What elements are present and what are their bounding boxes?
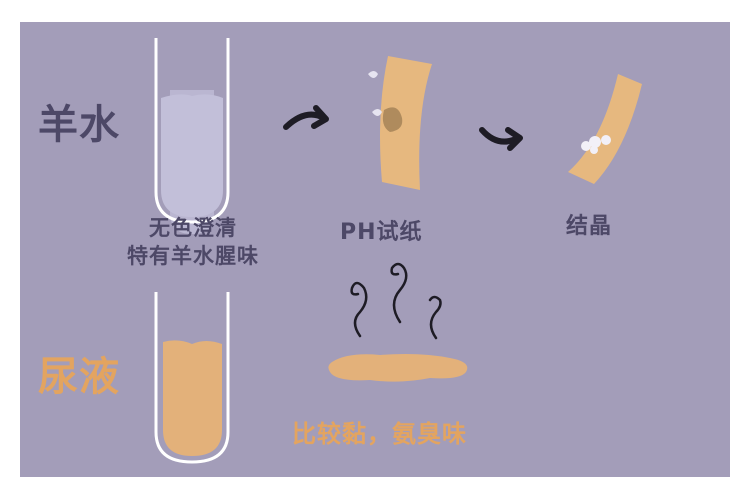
amniotic-description-line2: 特有羊水腥味 [127, 244, 259, 268]
diagram-card: 羊水 无色澄清 特有羊水腥味 PH试纸 结晶 尿液 比较黏，氨臭味 [20, 22, 730, 477]
crystal-strip-icon [568, 74, 642, 184]
amniotic-title: 羊水 [38, 102, 120, 148]
amniotic-description-line1: 无色澄清 [149, 216, 237, 240]
test-tube-urine-icon [154, 292, 230, 464]
ph-paper-label: PH试纸 [340, 220, 423, 245]
test-tube-amniotic-icon [154, 38, 230, 234]
crystal-label: 结晶 [566, 214, 613, 239]
amniotic-description: 无色澄清 特有羊水腥味 [108, 214, 278, 270]
arrow-curved-right-icon [283, 105, 329, 130]
urine-puddle-icon [328, 354, 468, 382]
urine-title: 尿液 [38, 354, 120, 400]
ph-paper-strip-icon [368, 56, 432, 190]
diagram-graphics [154, 38, 642, 464]
arrow-curved-right-icon-2 [479, 127, 523, 151]
urine-description: 比较黏，氨臭味 [292, 420, 467, 448]
smell-wavy-lines-icon [350, 262, 442, 340]
